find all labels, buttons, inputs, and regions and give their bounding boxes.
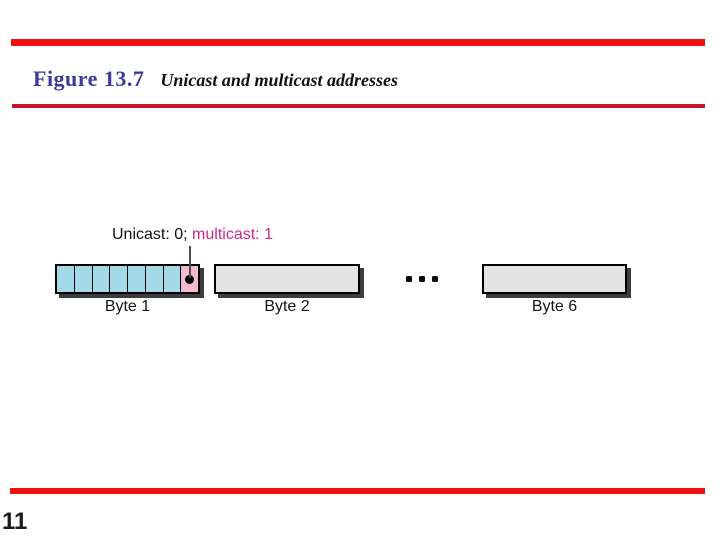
multicast-bit-dot-icon [185, 274, 195, 284]
bit-cell [91, 266, 110, 292]
page-number: 11 [2, 508, 28, 535]
byte1-box [55, 264, 200, 294]
multicast-bit-cell [180, 266, 198, 292]
byte2-label: Byte 2 [264, 298, 310, 315]
annotation-pointer-line [189, 246, 191, 278]
ellipsis-dot [406, 276, 412, 282]
byte2-box [214, 264, 360, 294]
bit-cell [144, 266, 163, 292]
ellipsis-dot [419, 276, 425, 282]
ellipsis-dot [432, 276, 438, 282]
figure-number: Figure 13.7 [33, 66, 145, 91]
top-red-rule [11, 39, 705, 46]
slide-title: Figure 13.7 Unicast and multicast addres… [33, 66, 398, 92]
bit-cell [127, 266, 145, 292]
figure-caption: Unicast and multicast addresses [160, 70, 398, 90]
title-underline-rule [12, 104, 705, 108]
byte6-label: Byte 6 [531, 298, 578, 315]
multicast-annotation: multicast: 1 [192, 226, 273, 243]
unicast-annotation: Unicast: 0; [112, 226, 188, 243]
bit-cell [57, 266, 74, 292]
ellipsis-icon [406, 276, 438, 282]
byte6-box [482, 264, 627, 294]
bit-annotation: Unicast: 0; multicast: 1 [112, 226, 273, 244]
byte1-label: Byte 1 [104, 298, 151, 315]
bit-cell [73, 266, 92, 292]
bit-cell [109, 266, 127, 292]
bottom-red-rule [10, 488, 705, 494]
bit-cell [162, 266, 181, 292]
